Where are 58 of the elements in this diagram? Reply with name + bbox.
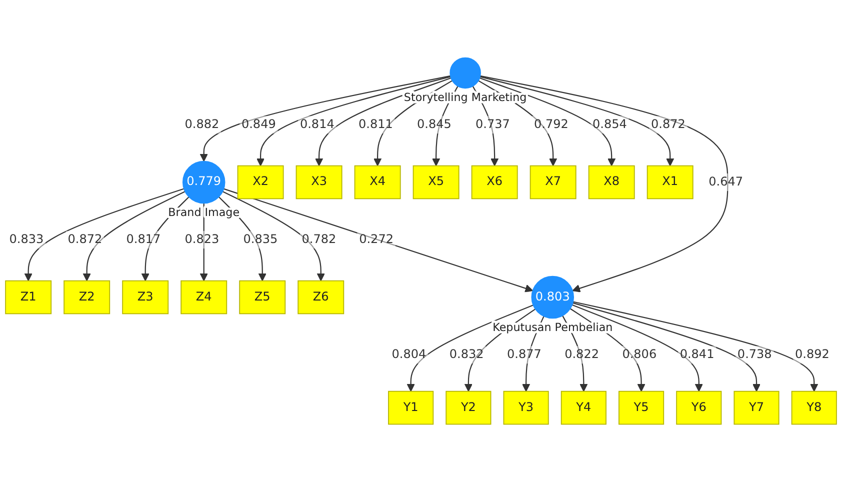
indicator-box: Y5 <box>618 390 664 425</box>
edge-label: 0.832 <box>448 346 486 364</box>
edge-label: 0.849 <box>240 116 278 134</box>
indicator-box: X1 <box>646 165 694 200</box>
indicator-box: Z3 <box>122 280 169 314</box>
edge-label: 0.822 <box>562 346 601 364</box>
arrow <box>222 190 325 282</box>
indicator-box: Z5 <box>239 280 286 314</box>
indicator-box: Y6 <box>676 390 722 425</box>
indicator-box: Z2 <box>64 280 110 314</box>
edge-label: 0.872 <box>66 230 104 249</box>
latent-variable-circle: 0.803 <box>531 276 574 319</box>
indicator-box: Z6 <box>298 280 344 314</box>
indicator-box: X3 <box>296 165 342 200</box>
indicator-box: Y7 <box>734 390 780 425</box>
indicator-box: Z4 <box>180 280 228 314</box>
edge-label: 0.811 <box>356 116 395 134</box>
arrow <box>256 76 451 166</box>
edge-label: 0.737 <box>474 116 512 134</box>
arrow <box>200 75 451 162</box>
indicator-box: Y3 <box>503 390 549 425</box>
edge-label: 0.647 <box>706 173 745 192</box>
edge-label: 0.738 <box>736 346 774 364</box>
arrow <box>314 78 452 166</box>
indicator-box: X2 <box>237 165 284 200</box>
edge-label: 0.835 <box>241 230 280 249</box>
latent-variable-circle <box>450 57 481 89</box>
edge-label: 0.854 <box>590 116 629 134</box>
edge-label: 0.877 <box>505 346 544 364</box>
indicator-box: X6 <box>471 165 518 200</box>
latent-variable-circle: 0.779 <box>182 160 226 204</box>
edge-label: 0.792 <box>532 116 570 134</box>
arrow <box>224 188 534 292</box>
indicator-box: Y2 <box>446 390 492 425</box>
edge-label: 0.814 <box>298 116 336 134</box>
edge-label: 0.845 <box>415 116 454 134</box>
arrow <box>572 302 761 392</box>
indicator-box: X4 <box>354 165 401 200</box>
arrow <box>24 188 184 282</box>
arrow <box>572 301 818 392</box>
edge-label: 0.806 <box>620 346 659 364</box>
indicator-box: Z1 <box>5 280 52 314</box>
indicator-box: X8 <box>588 165 635 200</box>
edge-label: 0.272 <box>357 231 396 249</box>
indicator-box: X5 <box>412 165 460 200</box>
edge-label: 0.872 <box>649 116 688 134</box>
arrow <box>480 75 728 292</box>
arrow <box>572 304 703 392</box>
arrow <box>82 190 186 282</box>
arrow <box>406 304 534 392</box>
edge-label: 0.823 <box>182 230 222 249</box>
edge-label: 0.841 <box>678 346 716 364</box>
edge-label: 0.817 <box>124 230 163 249</box>
indicator-box: X7 <box>530 165 576 200</box>
indicator-box: Y4 <box>560 390 606 425</box>
indicator-box: Y8 <box>791 390 837 425</box>
indicator-box: Y1 <box>388 390 434 425</box>
arrow <box>480 76 674 166</box>
